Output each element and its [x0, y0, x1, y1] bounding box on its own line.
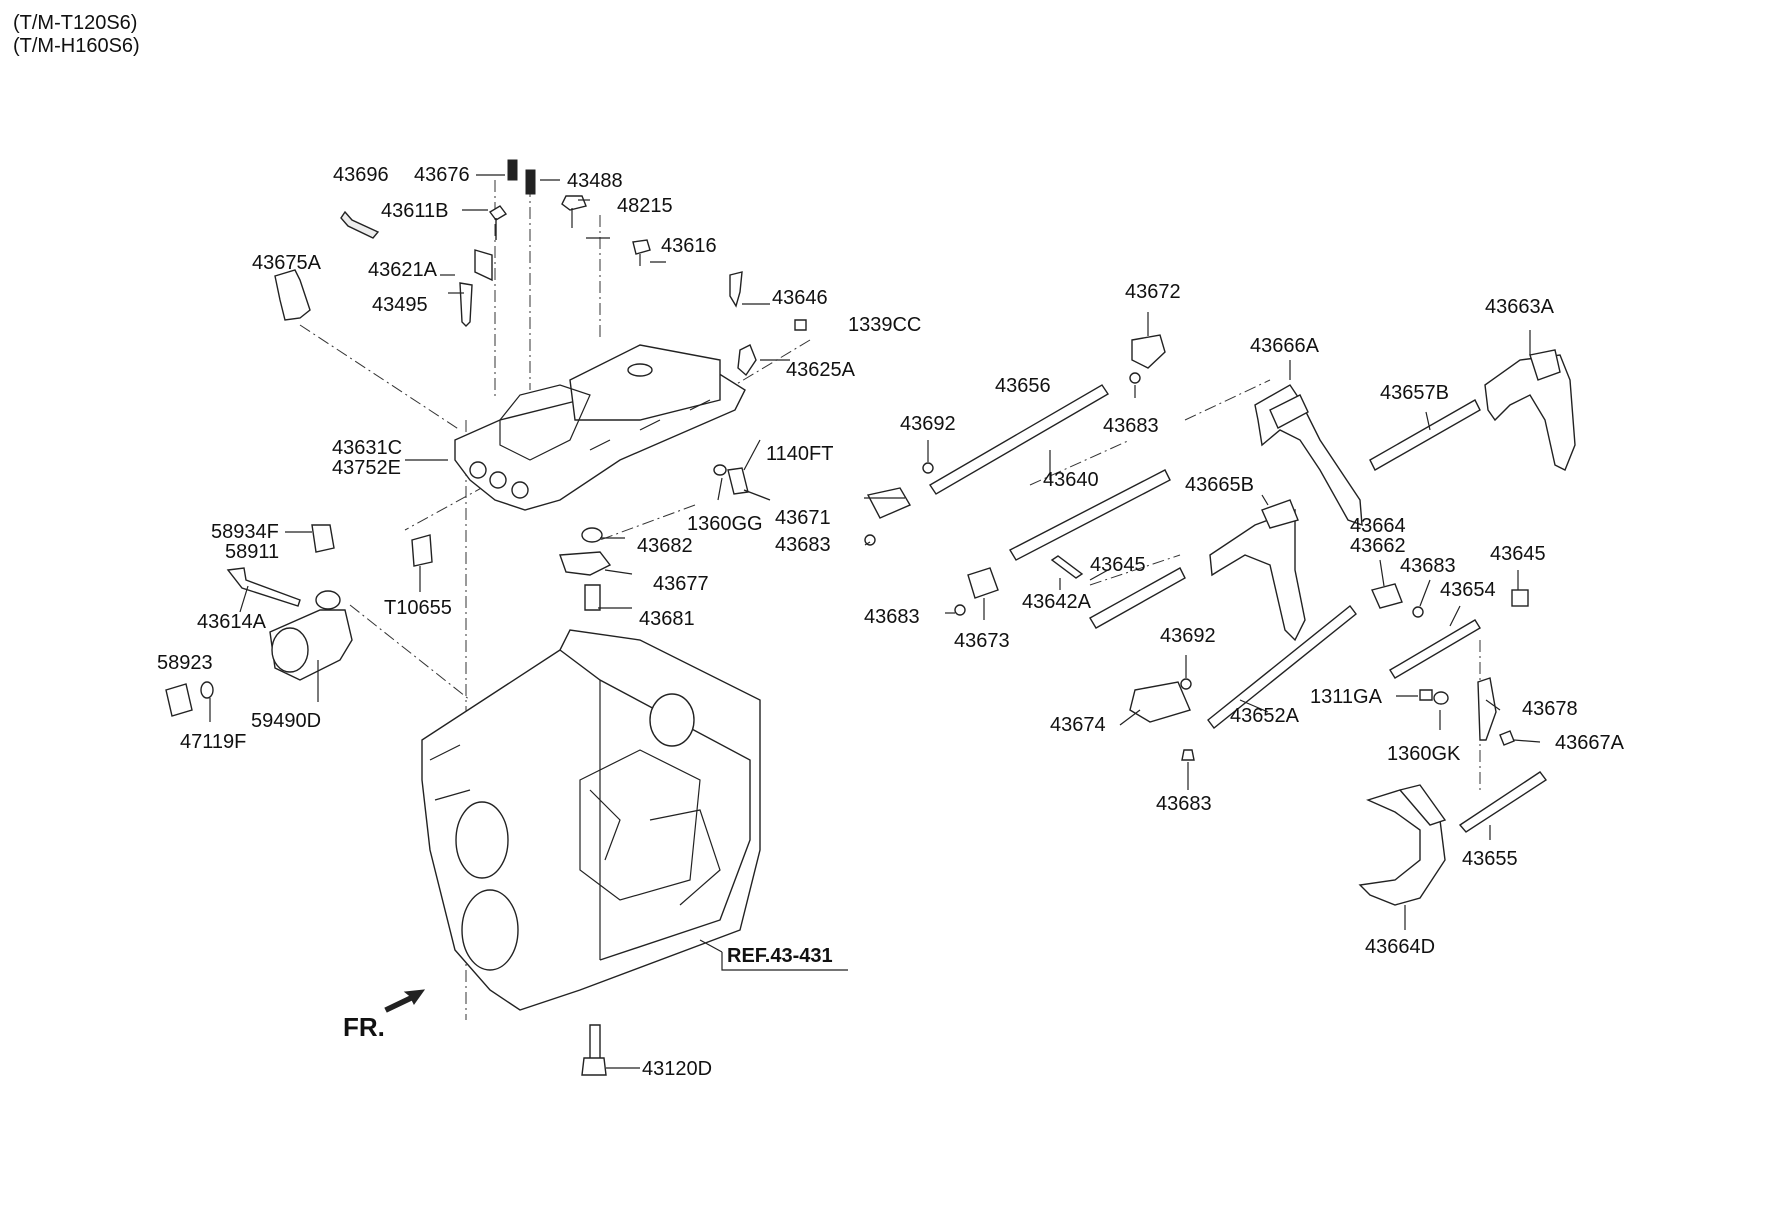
solenoid-valve-assembly [165, 524, 353, 717]
leader-lines [209, 174, 1541, 1069]
top-fasteners [274, 159, 807, 1076]
block-43673 [967, 567, 999, 599]
lever-43678 [1477, 677, 1497, 741]
part-label-43683-d: 43683 [1400, 555, 1456, 577]
block-43672 [1131, 334, 1166, 369]
block-43674 [1129, 681, 1191, 723]
rail-blocks [866, 334, 1515, 746]
nut-1311GA [1419, 689, 1433, 701]
part-label-43654: 43654 [1440, 579, 1496, 601]
part-label-1339CC: 1339CC [848, 314, 921, 336]
block-43664-43662 [1371, 583, 1403, 609]
plug-43645-right-icon [1511, 589, 1529, 607]
rail-43645-left [1089, 567, 1186, 629]
part-label-43120D: 43120D [642, 1058, 712, 1080]
rail-43640 [1009, 469, 1171, 561]
part-label-43681: 43681 [639, 608, 695, 630]
fork-43665B [1209, 508, 1306, 642]
part-label-43692-b: 43692 [1160, 625, 1216, 647]
part-label-1360GG: 1360GG [687, 513, 763, 535]
part-label-47119F: 47119F [180, 731, 246, 753]
part-label-43646: 43646 [772, 287, 828, 309]
part-label-58911: 58911 [225, 541, 279, 563]
top-cover-housing [454, 344, 746, 511]
part-label-43677: 43677 [653, 573, 709, 595]
rail-43652A [1207, 605, 1357, 729]
part-label-43663A: 43663A [1485, 296, 1555, 318]
part-label-43621A: 43621A [368, 259, 438, 281]
part-label-43682: 43682 [637, 535, 693, 557]
part-label-43652A: 43652A [1230, 705, 1300, 727]
part-label-58934F: 58934F [211, 521, 279, 543]
plug-43676-icon [507, 159, 518, 181]
part-label-43665B: 43665B [1185, 474, 1254, 496]
part-label-43672: 43672 [1125, 281, 1181, 303]
ball-43692a [922, 462, 934, 474]
part-label-43696: 43696 [333, 164, 389, 186]
block-43671 [866, 487, 912, 519]
part-label-43611B: 43611B [381, 200, 448, 222]
part-label-43664: 43664 [1350, 515, 1406, 537]
part-label-43673: 43673 [954, 630, 1010, 652]
part-label-43752E: 43752E [332, 457, 401, 479]
shift-rails [929, 384, 1548, 833]
part-label-43655: 43655 [1462, 848, 1518, 870]
part-label-43667A: 43667A [1555, 732, 1625, 754]
rail-43657B [1369, 399, 1481, 471]
part-label-58923: 58923 [157, 652, 213, 674]
front-direction-arrow: FR. [343, 989, 426, 1042]
part-label-43683-e: 43683 [1156, 793, 1212, 815]
shift-forks [1209, 349, 1576, 906]
pin-43667A [1499, 730, 1515, 746]
part-label-43683-b: 43683 [775, 534, 831, 556]
part-label-43640: 43640 [1043, 469, 1099, 491]
part-label-43683-a: 43683 [1103, 415, 1159, 437]
reference-label: REF.43-431 [727, 945, 833, 967]
part-label-43657B: 43657B [1380, 382, 1449, 404]
fork-43666A [1254, 384, 1363, 527]
part-label-43674: 43674 [1050, 714, 1106, 736]
washer-1360GK [1433, 691, 1449, 705]
part-label-43676: 43676 [414, 164, 470, 186]
part-number-labels: 43696 43676 43488 43611B 48215 43616 436… [157, 164, 1625, 1080]
part-label-43678: 43678 [1522, 698, 1578, 720]
part-label-43675A: 43675A [252, 252, 322, 274]
part-label-43495: 43495 [372, 294, 428, 316]
part-label-43666A: 43666A [1250, 335, 1320, 357]
transmission-case [421, 629, 761, 1011]
rail-43656 [929, 384, 1109, 495]
part-label-43645-b: 43645 [1490, 543, 1546, 565]
model-code-line-1: (T/M-T120S6) [13, 12, 138, 34]
part-label-43671: 43671 [775, 507, 831, 529]
pin-43642A [1050, 555, 1084, 579]
part-label-43616: 43616 [661, 235, 717, 257]
model-code-line-2: (T/M-H160S6) [13, 35, 140, 57]
rail-43655 [1458, 771, 1548, 833]
part-label-43656: 43656 [995, 375, 1051, 397]
part-label-1140FT: 1140FT [766, 443, 833, 465]
part-label-43614A: 43614A [197, 611, 267, 633]
front-label: FR. [343, 1012, 385, 1042]
part-label-43664D: 43664D [1365, 936, 1435, 958]
part-label-T10655: T10655 [384, 597, 452, 619]
part-label-43488: 43488 [567, 170, 623, 192]
plug-43488-icon [525, 169, 536, 195]
rail-bolts-43683 [864, 372, 1424, 761]
part-label-43631C: 43631C [332, 437, 402, 459]
part-label-43642A: 43642A [1022, 591, 1092, 613]
part-label-43692-a: 43692 [900, 413, 956, 435]
part-label-1311GA: 1311GA [1310, 686, 1383, 708]
ball-43692b [1180, 678, 1192, 690]
part-label-43662: 43662 [1350, 535, 1406, 557]
rail-43654 [1389, 619, 1481, 679]
part-label-48215: 48215 [617, 195, 673, 217]
part-label-59490D: 59490D [251, 710, 321, 732]
fork-43663A [1484, 354, 1576, 471]
part-label-43645-a: 43645 [1090, 554, 1146, 576]
part-label-43625A: 43625A [786, 359, 856, 381]
part-label-43683-c: 43683 [864, 606, 920, 628]
part-label-1360GK: 1360GK [1387, 743, 1461, 765]
